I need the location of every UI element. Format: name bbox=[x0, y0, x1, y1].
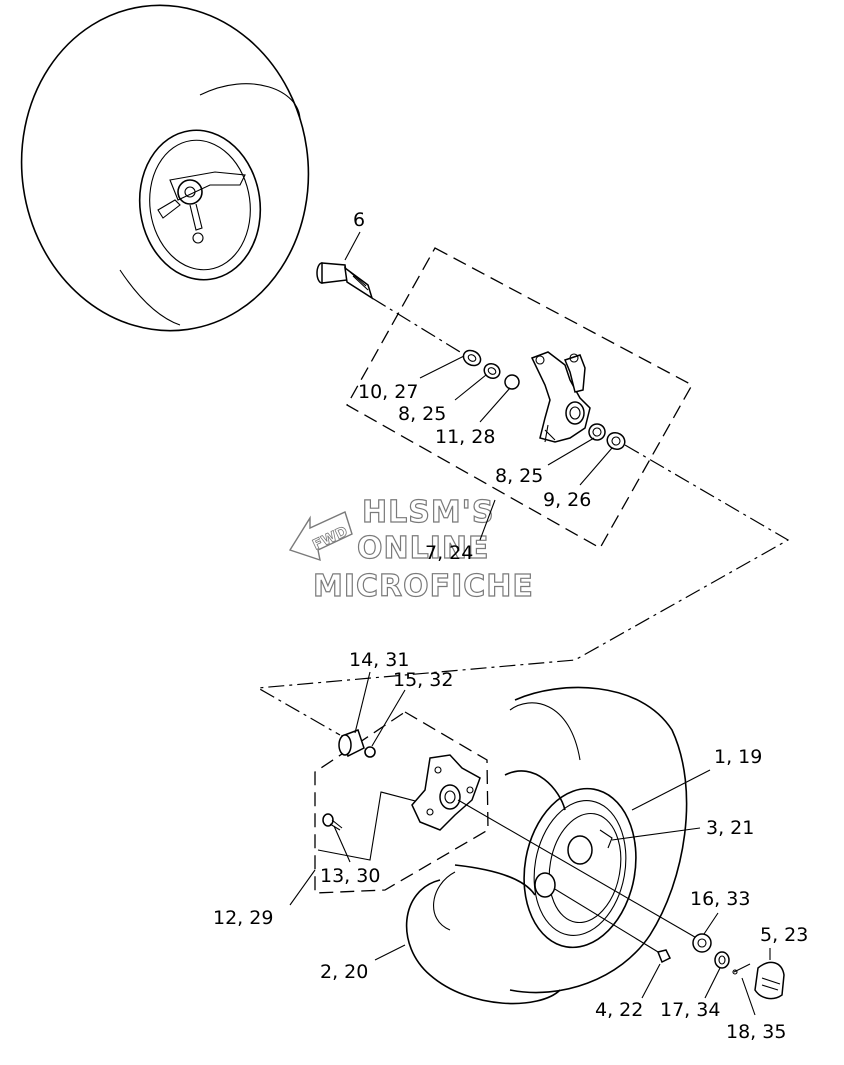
washer-icon bbox=[692, 933, 712, 953]
fwd-arrow-icon: FWD bbox=[288, 511, 353, 562]
callout-1-19: 1, 19 bbox=[714, 746, 762, 768]
callout-15-32: 15, 32 bbox=[393, 669, 453, 691]
knuckle-icon bbox=[530, 351, 591, 443]
callout-12-29: 12, 29 bbox=[213, 907, 273, 929]
watermark-line-2: ONLINE bbox=[357, 531, 490, 566]
callout-18-35: 18, 35 bbox=[726, 1021, 786, 1043]
wheel-rim-icon bbox=[454, 686, 688, 994]
watermark: HLSM'S ONLINE MICROFICHE bbox=[312, 494, 534, 604]
spindle-shaft-icon bbox=[316, 262, 374, 300]
callout-17-34: 17, 34 bbox=[660, 999, 720, 1021]
callout-8-25-lower: 8, 25 bbox=[495, 465, 543, 487]
tire-half-icon bbox=[405, 871, 561, 1005]
bearing-icon bbox=[462, 349, 626, 451]
watermark-line-1: HLSM'S bbox=[362, 495, 494, 530]
callout-11-28: 11, 28 bbox=[435, 426, 495, 448]
callout-6: 6 bbox=[353, 209, 365, 231]
callout-10-27: 10, 27 bbox=[358, 381, 418, 403]
callout-2-20: 2, 20 bbox=[320, 961, 368, 983]
nut-icon bbox=[656, 949, 730, 969]
callout-4-22: 4, 22 bbox=[595, 999, 643, 1021]
callout-5-23: 5, 23 bbox=[760, 924, 808, 946]
cap-icon bbox=[754, 961, 785, 1000]
callout-16-33: 16, 33 bbox=[690, 888, 750, 910]
callout-3-21: 3, 21 bbox=[706, 817, 754, 839]
callout-8-25-upper: 8, 25 bbox=[398, 403, 446, 425]
callout-13-30: 13, 30 bbox=[320, 865, 380, 887]
callout-7-24: 7, 24 bbox=[425, 542, 473, 564]
assembled-tire-icon bbox=[20, 4, 310, 332]
bolt-icon bbox=[322, 813, 343, 831]
cotter-pin-icon bbox=[732, 963, 751, 975]
watermark-line-3: MICROFICHE bbox=[313, 569, 534, 604]
callout-9-26: 9, 26 bbox=[543, 489, 591, 511]
hub-icon bbox=[411, 754, 481, 831]
callout-14-31: 14, 31 bbox=[349, 649, 409, 671]
bushing-icon bbox=[338, 729, 376, 758]
